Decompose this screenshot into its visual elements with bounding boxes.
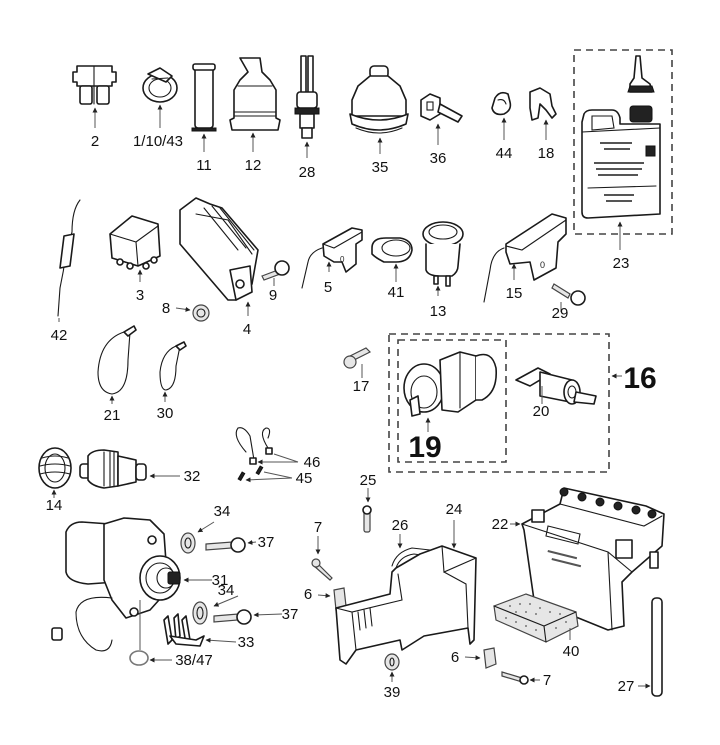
part-25-screw-long[interactable]: 25 xyxy=(360,472,377,533)
part-label: 6 xyxy=(451,649,459,666)
part-17-bolt-small[interactable]: 17 xyxy=(343,347,372,395)
part-label: 26 xyxy=(392,517,409,534)
part-label: 1/10/43 xyxy=(133,133,183,150)
part-24-battery-box[interactable]: 24 xyxy=(335,501,477,665)
part-8-nut[interactable]: 8 xyxy=(162,300,210,322)
part-label: 29 xyxy=(552,305,569,322)
part-label: 33 xyxy=(238,634,255,651)
part-45-pin[interactable]: 45 xyxy=(237,465,313,487)
part-18-bracket-clip[interactable]: 18 xyxy=(529,87,557,162)
part-label: 40 xyxy=(563,643,580,660)
part-label: 9 xyxy=(269,287,277,304)
part-34-washer-upper[interactable]: 34 xyxy=(180,503,231,554)
part-3-relay[interactable]: 3 xyxy=(109,215,161,304)
part-label: 11 xyxy=(196,157,212,174)
part-label: 31 xyxy=(212,572,229,589)
part-label: 27 xyxy=(618,678,635,695)
part-36-connector[interactable]: 36 xyxy=(420,93,463,167)
part-label: 39 xyxy=(384,684,401,701)
part-15-sensor-large[interactable]: 0 15 xyxy=(483,213,567,303)
part-7-screw-short-left[interactable]: 7 xyxy=(311,519,333,581)
part-5-sensor[interactable]: 0 5 xyxy=(301,227,363,296)
part-16-lock-set[interactable]: 16 xyxy=(388,333,657,473)
part-38-47-o-ring[interactable]: 38/47 xyxy=(129,600,213,669)
part-32-starter-drive[interactable]: 32 xyxy=(79,449,201,489)
part-label: 25 xyxy=(360,472,377,489)
part-label: 41 xyxy=(388,284,405,301)
part-34-washer-lower[interactable]: 34 xyxy=(192,582,239,625)
part-2-fuse[interactable]: 2 xyxy=(72,65,117,150)
part-label: 30 xyxy=(157,405,174,422)
part-20-seat-lock[interactable]: 20 xyxy=(515,367,597,420)
part-31-starter-motor[interactable]: 31 xyxy=(51,517,229,652)
part-label: 8 xyxy=(162,300,170,317)
part-label: 34 xyxy=(214,503,231,520)
part-label: 15 xyxy=(506,285,523,302)
part-42-fuse-holder-wire[interactable]: 42 xyxy=(51,199,81,344)
part-12-rubber-boot[interactable]: 12 xyxy=(229,57,281,174)
part-label: 35 xyxy=(372,159,389,176)
part-label: 37 xyxy=(258,534,275,551)
part-label: 23 xyxy=(613,255,630,272)
svg-text:0: 0 xyxy=(540,260,545,270)
part-11-tube[interactable]: 11 xyxy=(191,63,217,174)
part-label: 19 xyxy=(408,431,441,464)
part-29-screw[interactable]: 29 xyxy=(551,283,586,322)
part-4-voltage-regulator[interactable]: 4 xyxy=(179,197,259,338)
part-label: 21 xyxy=(104,407,121,424)
part-46-wire-lead[interactable]: 46 xyxy=(235,427,321,471)
part-21-cable-tie-large[interactable]: 21 xyxy=(97,325,137,424)
svg-text:0: 0 xyxy=(340,255,345,264)
part-40-battery-pad[interactable]: 40 xyxy=(493,593,580,660)
part-label: 45 xyxy=(296,470,313,487)
part-41-clamp-ring[interactable]: 41 xyxy=(371,237,413,301)
part-label: 34 xyxy=(218,582,235,599)
part-label: 37 xyxy=(282,606,299,623)
part-label: 12 xyxy=(245,157,262,174)
part-39-grommet[interactable]: 39 xyxy=(384,653,401,701)
part-label: 5 xyxy=(324,279,332,296)
part-37-flange-bolt-lower[interactable]: 37 xyxy=(213,606,299,625)
part-label: 7 xyxy=(314,519,322,536)
part-label: 44 xyxy=(496,145,513,162)
part-9-bolt[interactable]: 9 xyxy=(261,260,290,304)
part-label: 13 xyxy=(430,303,447,320)
part-label: 20 xyxy=(533,403,550,420)
part-28-brake-light-switch[interactable]: 28 xyxy=(294,55,320,181)
part-label: 32 xyxy=(184,468,201,485)
part-label: 38/47 xyxy=(175,652,213,669)
part-label: 7 xyxy=(543,672,551,689)
part-14-starter-gear-ring[interactable]: 14 xyxy=(38,447,72,514)
part-35-rubber-cap[interactable]: 35 xyxy=(349,65,409,176)
part-30-cable-tie-small[interactable]: 30 xyxy=(157,341,187,422)
part-37-flange-bolt-upper[interactable]: 37 xyxy=(205,534,275,553)
part-label: 3 xyxy=(136,287,144,304)
part-label: 14 xyxy=(46,497,63,514)
part-label: 24 xyxy=(446,501,463,518)
part-label: 6 xyxy=(304,586,312,603)
part-13-horn[interactable]: 13 xyxy=(422,221,464,320)
part-44-clip[interactable]: 44 xyxy=(491,91,513,162)
part-label: 2 xyxy=(91,133,99,150)
part-1-10-43-hose-clamp[interactable]: 1/10/43 xyxy=(133,67,183,150)
part-label: 16 xyxy=(623,362,656,395)
part-label: 22 xyxy=(492,516,509,533)
part-23-oil-bottle[interactable]: 23 xyxy=(573,49,673,272)
part-19-ignition-switch[interactable]: 19 xyxy=(397,339,507,464)
part-label: 4 xyxy=(243,321,251,338)
part-label: 28 xyxy=(299,164,316,181)
part-label: 17 xyxy=(353,378,370,395)
part-label: 18 xyxy=(538,145,555,162)
part-label: 42 xyxy=(51,327,68,344)
part-33-terminal-bracket[interactable]: 33 xyxy=(163,613,255,651)
part-27-vent-hose[interactable]: 27 xyxy=(618,597,663,697)
part-6-speed-nut-right[interactable]: 6 xyxy=(451,647,497,669)
part-7-screw-short-right[interactable]: 7 xyxy=(501,671,551,689)
part-label: 36 xyxy=(430,150,447,167)
part-label: 46 xyxy=(304,454,321,471)
